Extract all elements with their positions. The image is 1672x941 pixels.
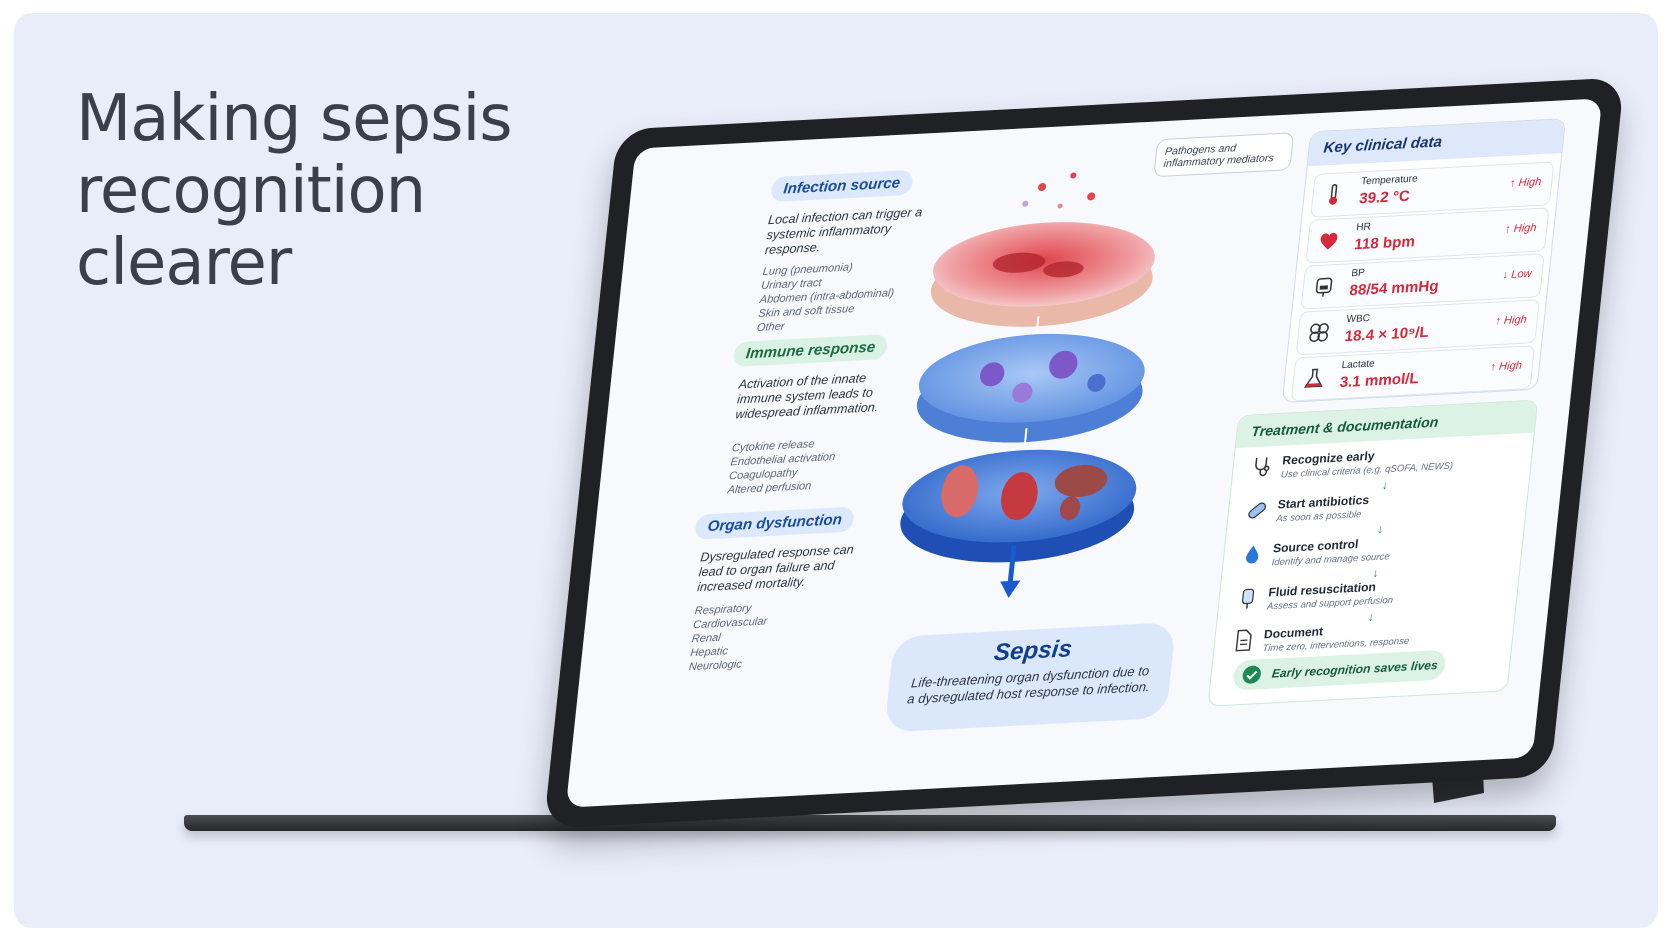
check-circle-icon (1242, 665, 1261, 684)
vital-flag: ↓ Low (1501, 267, 1533, 282)
blood-pressure-cuff-icon (1315, 277, 1333, 297)
tablet-device: Infection source Local infection can tri… (543, 77, 1625, 829)
key-clinical-data-title: Key clinical data (1307, 119, 1565, 167)
step-document: Document Time zero, interventions, respo… (1262, 616, 1486, 654)
infection-source-list: Lung (pneumonia) Urinary tract Abdomen (… (756, 258, 898, 335)
pill-icon (1248, 502, 1267, 519)
vital-value: 3.1 mmol/L (1338, 370, 1420, 392)
organ-dysfunction-description: Dysregulated response can lead to organ … (696, 542, 855, 595)
vital-label: Temperature (1360, 173, 1419, 188)
vital-flag: ↑ High (1489, 359, 1523, 374)
headline: Making sepsis recognition clearer (76, 82, 513, 300)
vital-row-temperature: Temperature 39.2 °C ↑ High (1310, 161, 1555, 218)
heart-icon (1320, 232, 1338, 250)
step-source-control: Source control Identify and manage sourc… (1271, 530, 1495, 568)
vital-row-wbc: WBC 18.4 × 10⁹/L ↑ High (1295, 299, 1540, 356)
step-fluid-resuscitation: Fluid resuscitation Assess and support p… (1266, 574, 1490, 613)
step-recognize-early: Recognize early Use clinical criteria (e… (1280, 442, 1504, 481)
headline-line-3: clearer (76, 226, 292, 300)
background-canvas: Making sepsis recognition clearer Infect… (14, 13, 1658, 928)
vital-value: 39.2 °C (1358, 187, 1411, 208)
step-start-antibiotics: Start antibiotics As soon as possible (1276, 486, 1500, 525)
layered-disc-illustration (900, 172, 1155, 598)
thermometer-icon (1328, 183, 1338, 205)
vital-row-lactate: Lactate 3.1 mmol/L ↑ High (1290, 345, 1536, 402)
organ-disc (900, 449, 1137, 563)
vital-flag: ↑ High (1494, 313, 1528, 328)
particles (1022, 172, 1096, 209)
immune-disc (916, 333, 1145, 443)
list-item: Neurologic (688, 658, 743, 674)
vital-row-bp: BP 88/54 mmHg ↓ Low (1300, 253, 1545, 310)
headline-line-2: recognition (76, 154, 426, 228)
arrow-down-icon: ↓ (1376, 521, 1385, 537)
keyboard-base (184, 815, 1556, 831)
vital-value: 118 bpm (1353, 233, 1416, 254)
key-clinical-data-panel: Key clinical data Temperature 39.2 °C ↑ … (1281, 118, 1567, 404)
treatment-title: Treatment & documentation (1235, 400, 1538, 449)
stethoscope-icon (1255, 457, 1270, 477)
vital-label: BP (1350, 267, 1366, 280)
vital-label: WBC (1345, 312, 1371, 326)
vital-flag: ↑ High (1504, 221, 1538, 236)
pill-immune-response: Immune response (732, 334, 889, 367)
treatment-documentation-panel: Treatment & documentation Recognize earl… (1207, 399, 1539, 707)
iv-bag-icon (1241, 588, 1255, 609)
droplet-icon (1246, 545, 1259, 564)
arrow-down-icon: ↓ (1381, 477, 1389, 493)
immune-response-description: Activation of the innate immune system l… (734, 370, 880, 422)
vital-value: 88/54 mmHg (1348, 277, 1440, 300)
flask-icon (1303, 368, 1323, 388)
callout-pathogens: Pathogens and inflammatory mediators (1153, 132, 1295, 178)
vital-flag: ↑ High (1509, 175, 1542, 190)
early-recognition-badge: Early recognition saves lives (1232, 649, 1447, 691)
headline-line-1: Making sepsis (76, 82, 513, 156)
immune-response-list: Cytokine release Endothelial activation … (727, 436, 838, 497)
vital-value: 18.4 × 10⁹/L (1343, 323, 1430, 346)
early-recognition-text: Early recognition saves lives (1271, 658, 1439, 681)
vital-row-hr: HR 118 bpm ↑ High (1305, 207, 1550, 264)
infection-source-description: Local infection can trigger a systemic i… (764, 205, 923, 258)
infection-disc (930, 222, 1155, 327)
organ-dysfunction-list: Respiratory Cardiovascular Renal Hepatic… (688, 600, 769, 674)
vital-label: Lactate (1341, 358, 1376, 372)
document-icon (1235, 629, 1252, 652)
sepsis-definition-box: Sepsis Life-threatening organ dysfunctio… (884, 622, 1177, 733)
pill-infection-source: Infection source (770, 169, 914, 203)
arrow-down-icon: ↓ (1371, 565, 1380, 581)
cells-icon (1309, 323, 1329, 342)
vital-label: HR (1355, 221, 1372, 234)
tablet-screen: Infection source Local infection can tri… (565, 98, 1603, 808)
down-arrow-icon (1000, 545, 1021, 598)
pill-organ-dysfunction: Organ dysfunction (694, 506, 856, 540)
